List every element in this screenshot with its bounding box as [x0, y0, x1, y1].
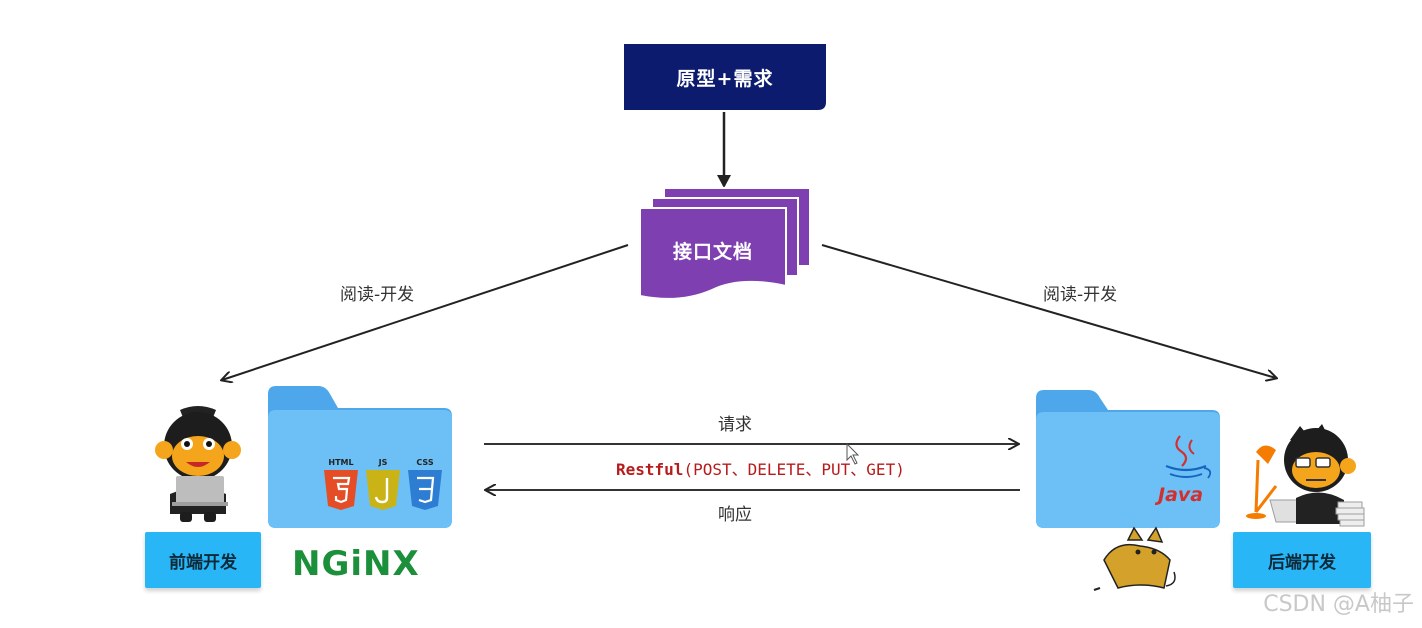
prototype-box: [624, 44, 826, 110]
html-caption: HTML: [328, 458, 354, 467]
css3-icon: [408, 470, 442, 510]
csdn-watermark: CSDN @A柚子: [1263, 592, 1414, 617]
frontend-developer-illustration: [155, 406, 241, 522]
html5-icon: [324, 470, 358, 510]
restful-methods-label: Restful(POST、DELETE、PUT、GET): [616, 456, 905, 480]
backend-developer-illustration: [1246, 424, 1365, 527]
nginx-logo: NGiNX: [292, 544, 420, 584]
backend-folder: [1036, 390, 1220, 528]
restful-method-list: (POST、DELETE、PUT、GET): [683, 460, 905, 479]
js-caption: JS: [378, 458, 388, 467]
mouse-cursor-icon: [846, 442, 860, 465]
response-label: 响应: [718, 505, 752, 525]
read-develop-left-label: 阅读-开发: [340, 285, 415, 305]
api-doc-label: 接口文档: [672, 240, 753, 263]
backend-dev-badge: 后端开发: [1233, 532, 1371, 588]
frontend-dev-badge: 前端开发: [145, 532, 261, 588]
prototype-label: 原型+需求: [676, 67, 774, 90]
doc-to-backend-arrow: [821, 244, 1276, 378]
java-caption: Java: [1158, 484, 1204, 506]
tomcat-icon: [1093, 526, 1176, 591]
java-icon: [1165, 435, 1212, 479]
doc-to-frontend-arrow: [222, 244, 629, 380]
restful-keyword: Restful: [616, 460, 684, 479]
js-icon: [366, 470, 400, 510]
api-doc-stack: [639, 187, 811, 300]
css-caption: CSS: [416, 458, 434, 467]
read-develop-right-label: 阅读-开发: [1043, 285, 1118, 305]
request-label: 请求: [718, 415, 752, 435]
frontend-folder: [268, 386, 452, 528]
